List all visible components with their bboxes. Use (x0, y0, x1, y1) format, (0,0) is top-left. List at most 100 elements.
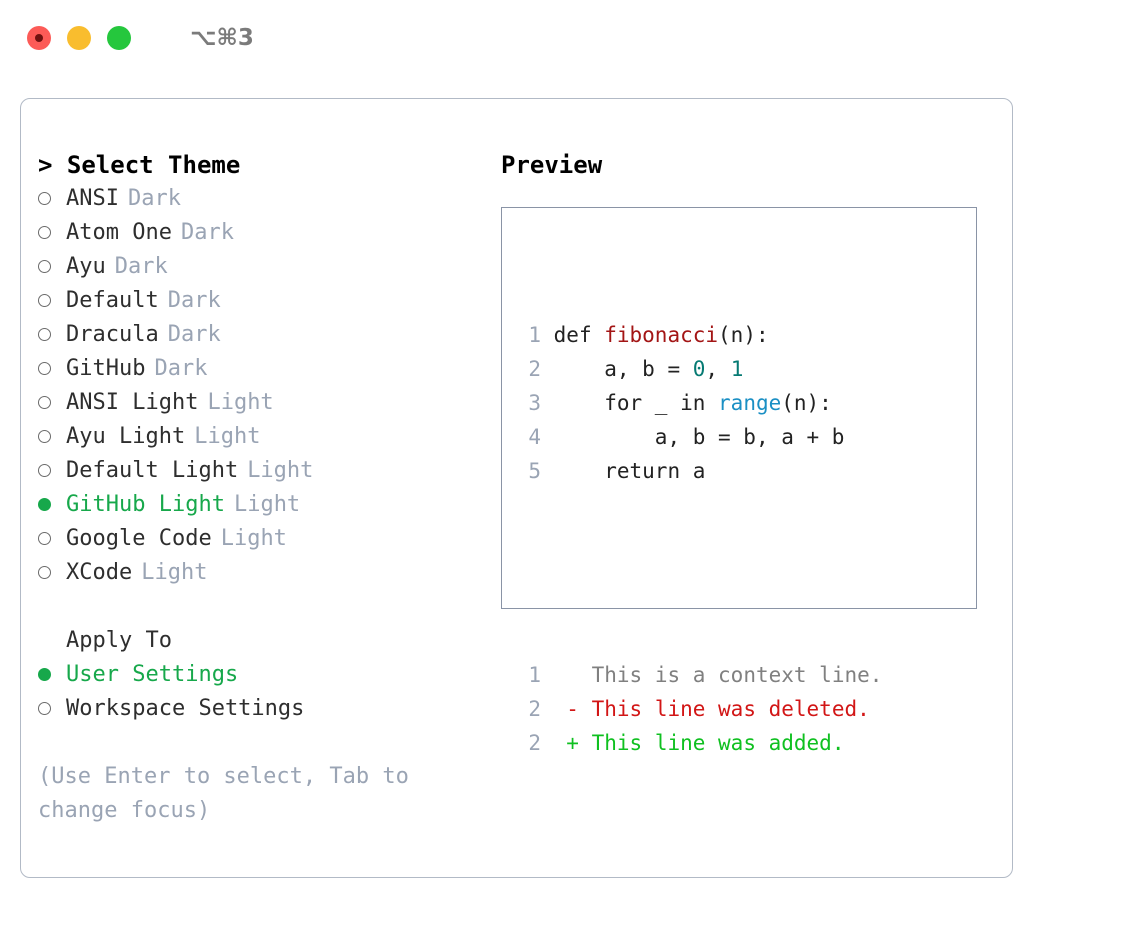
code-line: 5 return a (515, 454, 882, 488)
code-line-number: 1 (528, 323, 541, 347)
list-spacer (38, 590, 468, 624)
theme-name: Ayu Light (66, 424, 186, 449)
radio-unselected-icon[interactable] (38, 692, 66, 726)
code-token: a, b = b, a + b (553, 425, 845, 449)
code-diff-gap (515, 556, 882, 590)
theme-category: Dark (127, 186, 181, 211)
radio-unselected-icon[interactable] (38, 318, 66, 352)
theme-list-item[interactable]: GitHub Dark (38, 352, 468, 386)
diff-line-number: 1 (528, 663, 541, 687)
theme-category: Dark (180, 220, 234, 245)
select-theme-heading: > Select Theme (38, 151, 241, 179)
apply-to-heading: Apply To (66, 628, 172, 653)
diff-line: 2 - This line was deleted. (515, 692, 882, 726)
radio-unselected-icon[interactable] (38, 556, 66, 590)
code-line-number: 4 (528, 425, 541, 449)
window-controls (27, 26, 131, 50)
code-line-number: 5 (528, 459, 541, 483)
minimize-window-button[interactable] (67, 26, 91, 50)
theme-name: Ayu (66, 254, 106, 279)
code-token: 0 (692, 357, 706, 381)
code-line-number: 3 (528, 391, 541, 415)
code-token: , (705, 357, 731, 381)
theme-name: ANSI (66, 186, 119, 211)
theme-category: Dark (114, 254, 168, 279)
radio-unselected-icon[interactable] (38, 522, 66, 556)
theme-name: Default Light (66, 458, 239, 483)
radio-unselected-icon[interactable] (38, 216, 66, 250)
theme-list-item[interactable]: Ayu Dark (38, 250, 468, 284)
diff-sample: 1 This is a context line.2 - This line w… (515, 658, 882, 760)
theme-list-item[interactable]: XCode Light (38, 556, 468, 590)
theme-name: Dracula (66, 322, 159, 347)
theme-category: Light (141, 560, 208, 585)
diff-text: This is a context line. (591, 663, 883, 687)
theme-category: Dark (154, 356, 208, 381)
code-token: fibonacci (604, 323, 719, 347)
theme-list-item[interactable]: Atom One Dark (38, 216, 468, 250)
preview-column: Preview 1 def fibonacci(n):2 a, b = 0, 1… (501, 148, 996, 755)
radio-unselected-icon[interactable] (38, 352, 66, 386)
apply-to-item[interactable]: Workspace Settings (38, 692, 468, 726)
radio-unselected-icon[interactable] (38, 386, 66, 420)
theme-name: GitHub Light (66, 492, 225, 517)
code-token: range (718, 391, 782, 415)
code-line: 4 a, b = b, a + b (515, 420, 882, 454)
diff-line-number: 2 (528, 731, 541, 755)
diff-marker: + (566, 731, 579, 755)
radio-unselected-icon[interactable] (38, 284, 66, 318)
keyboard-shortcut-label: ⌥⌘3 (190, 25, 254, 51)
diff-text: This line was added. (591, 731, 845, 755)
close-window-button[interactable] (27, 26, 51, 50)
diff-line: 1 This is a context line. (515, 658, 882, 692)
radio-selected-icon[interactable] (38, 658, 66, 692)
theme-list-item[interactable]: Ayu Light Light (38, 420, 468, 454)
maximize-window-button[interactable] (107, 26, 131, 50)
radio-unselected-icon[interactable] (38, 420, 66, 454)
code-token: (n): (718, 323, 769, 347)
diff-marker (566, 663, 579, 687)
code-token: a, b = (553, 357, 693, 381)
code-line: 2 a, b = 0, 1 (515, 352, 882, 386)
theme-category: Light (207, 390, 274, 415)
theme-name: GitHub (66, 356, 146, 381)
radio-selected-icon[interactable] (38, 488, 66, 522)
code-token: (n): (781, 391, 832, 415)
radio-unselected-icon[interactable] (38, 182, 66, 216)
theme-name: XCode (66, 560, 133, 585)
diff-line: 2 + This line was added. (515, 726, 882, 760)
apply-to-name: Workspace Settings (66, 696, 305, 721)
theme-list-item[interactable]: Default Light Light (38, 454, 468, 488)
diff-line-number: 2 (528, 697, 541, 721)
code-line-number: 2 (528, 357, 541, 381)
theme-name: Default (66, 288, 159, 313)
theme-category: Light (233, 492, 301, 517)
keyboard-hint-text: (Use Enter to select, Tab to change focu… (38, 764, 423, 823)
theme-list-item[interactable]: GitHub Light Light (38, 488, 468, 522)
radio-unselected-icon[interactable] (38, 454, 66, 488)
theme-category: Light (194, 424, 261, 449)
code-line: 1 def fibonacci(n): (515, 318, 882, 352)
preview-heading: Preview (501, 151, 603, 179)
code-token: def (553, 323, 605, 347)
theme-category: Light (247, 458, 314, 483)
diff-marker: - (566, 697, 579, 721)
theme-name: Atom One (66, 220, 172, 245)
code-token: for _ in (553, 391, 719, 415)
apply-to-item[interactable]: User Settings (38, 658, 468, 692)
theme-name: Google Code (66, 526, 212, 551)
theme-list-item[interactable]: ANSI Dark (38, 182, 468, 216)
radio-unselected-icon[interactable] (38, 250, 66, 284)
